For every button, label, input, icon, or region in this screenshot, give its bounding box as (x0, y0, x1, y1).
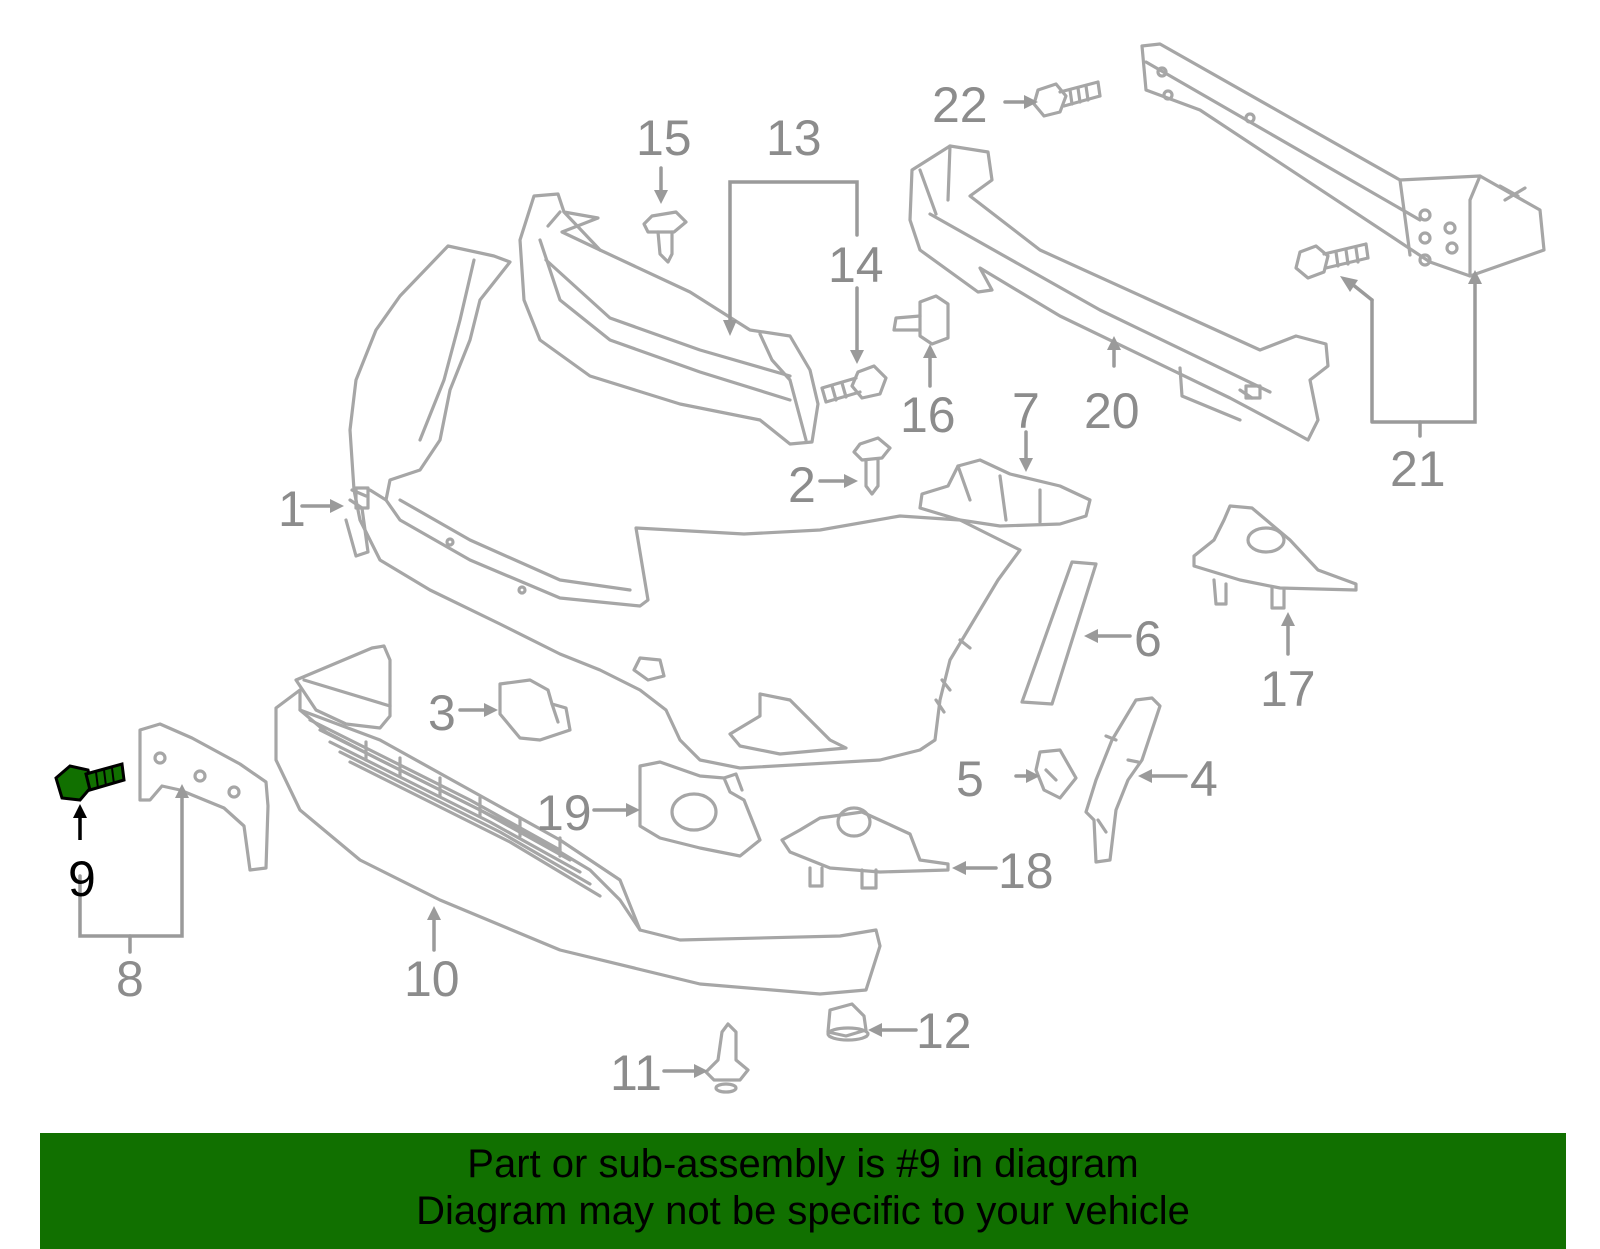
callout-7: 7 (1012, 383, 1040, 439)
callout-6: 6 (1134, 611, 1162, 667)
callout-9: 9 (68, 851, 96, 907)
part-2-clip (852, 436, 892, 496)
info-banner: Part or sub-assembly is #9 in diagram Di… (40, 1133, 1566, 1249)
part-5-clip (1034, 748, 1078, 800)
callout-22: 22 (932, 77, 988, 133)
callout-4: 4 (1190, 751, 1218, 807)
callout-12: 12 (916, 1003, 972, 1059)
callout-11: 11 (610, 1045, 662, 1101)
callout-19: 19 (536, 785, 592, 841)
part-8-bracket (138, 722, 270, 872)
banner-line-disclaimer: Diagram may not be specific to your vehi… (416, 1189, 1190, 1233)
leader-lines (73, 95, 1482, 1078)
callout-13: 13 (766, 110, 822, 166)
part-7-bracket (918, 458, 1092, 528)
callout-21: 21 (1390, 441, 1446, 497)
part-15-clip (642, 210, 688, 264)
callout-1: 1 (278, 481, 306, 537)
callout-18: 18 (998, 843, 1054, 899)
part-1-bumper-cover (344, 244, 1022, 770)
part-18-fog-bracket (780, 806, 950, 890)
callout-17: 17 (1260, 661, 1316, 717)
callout-5: 5 (956, 751, 984, 807)
part-21-bolt (1294, 242, 1370, 280)
callout-labels: 22 15 13 14 16 20 21 2 7 1 6 17 3 5 4 19… (68, 77, 1446, 1101)
part-3-cap (498, 678, 572, 742)
part-22-bolt (1032, 80, 1102, 118)
part-21-reinforcement-bar (1140, 42, 1546, 278)
part-6-strip (1020, 560, 1098, 706)
banner-line-part: Part or sub-assembly is #9 in diagram (467, 1142, 1139, 1186)
callout-10: 10 (404, 951, 460, 1007)
part-20-absorber (908, 144, 1330, 442)
callout-2: 2 (788, 457, 816, 513)
callout-3: 3 (428, 685, 456, 741)
part-13-upper-grille (518, 192, 820, 446)
callout-15: 15 (636, 110, 692, 166)
part-4-bracket (1084, 696, 1162, 864)
part-9-bolt (54, 762, 126, 802)
part-10-lower-bumper (274, 644, 882, 996)
part-17-bracket (1192, 504, 1358, 610)
part-19-fog-bezel (638, 760, 762, 858)
part-14-screw (820, 364, 888, 404)
callout-16: 16 (900, 387, 956, 443)
part-12-clip-nut (826, 1002, 870, 1042)
callout-8: 8 (116, 951, 144, 1007)
callout-14: 14 (828, 237, 884, 293)
part-16-clip (892, 294, 950, 346)
callout-20: 20 (1084, 383, 1140, 439)
part-11-push-pin (704, 1022, 750, 1094)
